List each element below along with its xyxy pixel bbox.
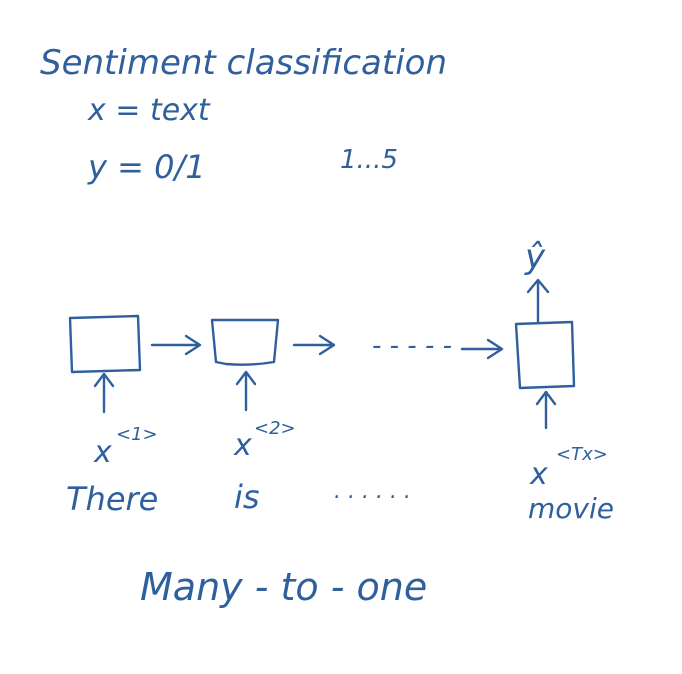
input-2-sup: <2> (254, 418, 296, 439)
arrow-1-to-2-head (184, 334, 202, 356)
ellipsis-top: - - - - - (372, 331, 452, 361)
input-1-word: There (66, 480, 158, 518)
input-last-sup: <Tx> (556, 444, 608, 465)
rnn-cell-1 (68, 314, 142, 374)
diagram-caption: Many - to - one (140, 565, 427, 609)
y-range: 1...5 (340, 145, 398, 175)
rnn-cell-last (514, 320, 576, 390)
input-2-var: x (233, 428, 252, 463)
output-arrow-head (526, 278, 550, 294)
input-arrow-1-head (93, 372, 115, 388)
input-arrow-2-head (235, 370, 257, 386)
output-y-hat: ŷ (524, 237, 546, 277)
arrow-2-to-next-head (318, 334, 336, 356)
input-arrow-last-head (535, 390, 557, 406)
input-last-var: x (529, 457, 548, 492)
input-last-word: movie (528, 492, 614, 525)
rnn-cell-2 (210, 318, 280, 366)
input-2-word: is (234, 478, 260, 516)
diagram-title: Sentiment classification (40, 43, 447, 83)
x-definition: x = text (87, 93, 211, 128)
input-1-var: x (93, 435, 112, 470)
y-definition: y = 0/1 (87, 148, 206, 186)
ellipsis-bottom: . . . . . . (334, 479, 411, 504)
input-1-sup: <1> (116, 424, 158, 445)
arrow-to-last-head (486, 338, 504, 360)
